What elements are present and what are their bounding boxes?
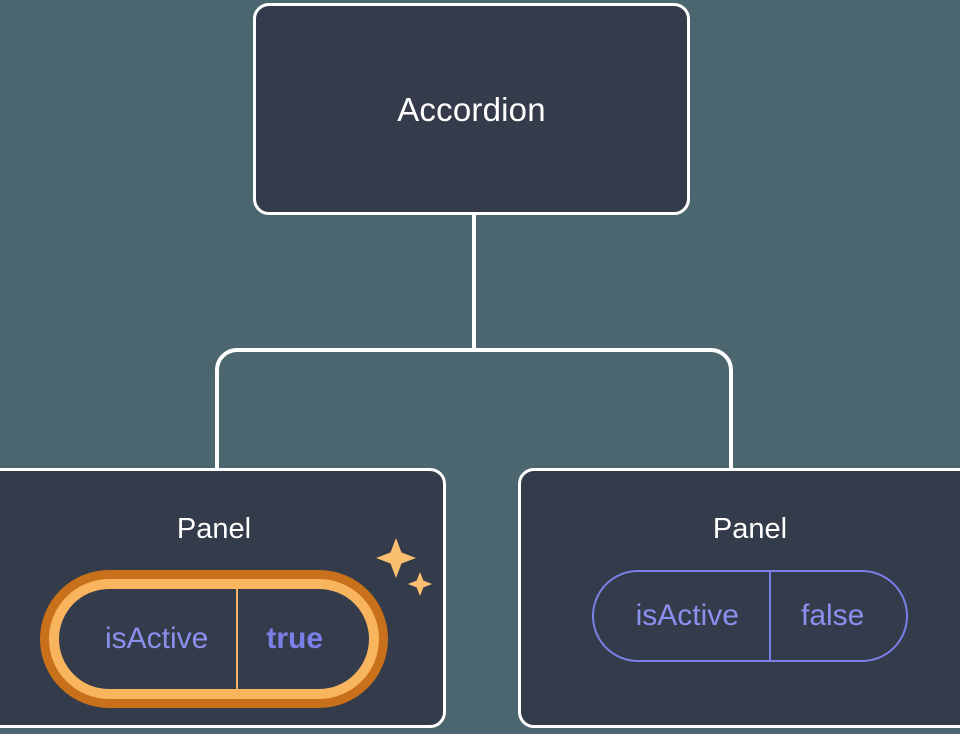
sparkle-large-icon — [376, 538, 417, 578]
prop-value-false: false — [768, 572, 906, 660]
connector-branch-left — [215, 348, 474, 470]
prop-pill-body: isActive true — [58, 589, 370, 689]
node-panel-right-title: Panel — [712, 513, 788, 545]
prop-key-isactive: isActive — [104, 622, 209, 655]
connector-branch-right — [474, 348, 733, 470]
prop-plain-wrapper: isActive false — [591, 570, 909, 662]
node-panel-left-title: Panel — [176, 513, 252, 545]
prop-key-isactive: isActive — [635, 599, 739, 632]
sparkle-icon — [376, 538, 433, 596]
prop-pill-isactive-false[interactable]: isActive false — [591, 570, 909, 662]
node-accordion[interactable]: Accordion — [253, 3, 690, 215]
node-panel-right[interactable]: Panel isActive false — [518, 468, 960, 728]
sparkle-small-icon — [408, 572, 433, 596]
prop-value-true: true — [236, 589, 369, 689]
prop-pill-isactive-true[interactable]: isActive true — [39, 570, 389, 708]
prop-pill-glow-ring: isActive true — [48, 579, 380, 699]
node-accordion-title: Accordion — [397, 90, 546, 128]
node-panel-left[interactable]: Panel isActive true — [0, 468, 446, 728]
prop-highlight-wrapper: isActive true — [39, 538, 433, 708]
